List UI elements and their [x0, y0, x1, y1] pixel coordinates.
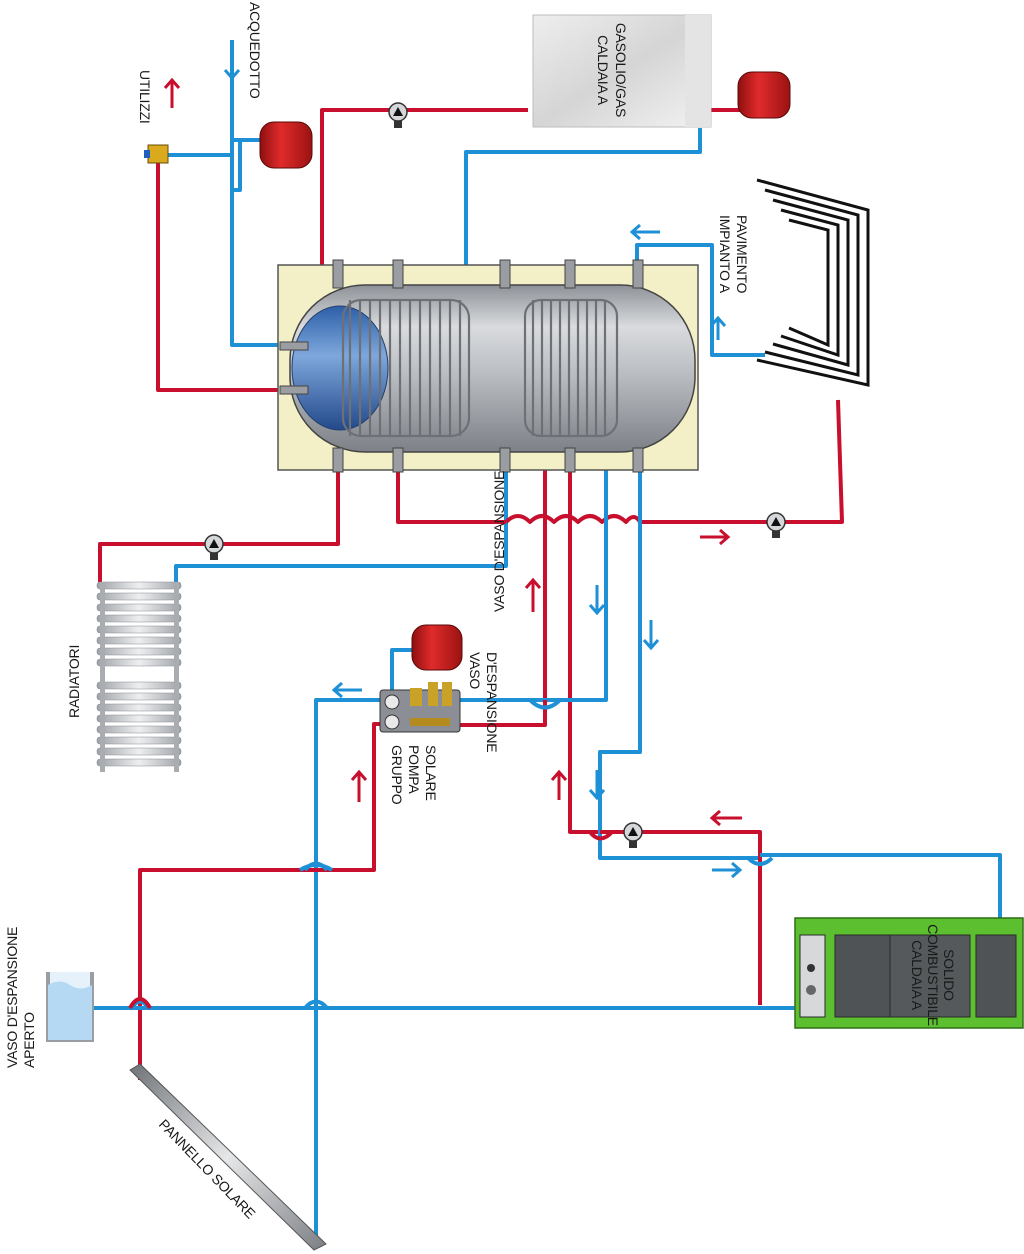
- label-impianto-2: PAVIMENTO: [734, 215, 750, 294]
- label-gruppo-2: POMPA: [406, 745, 422, 794]
- pump-gas-boiler-icon: [388, 102, 408, 129]
- gas-boiler-label-1: CALDAIA A: [595, 35, 611, 106]
- open-expansion-vessel: [46, 972, 94, 1042]
- pump-radiators-icon: [204, 534, 224, 561]
- label-vaso-1: VASO: [467, 652, 483, 689]
- solid-boiler-label-1: CALDAIA A: [909, 940, 925, 1011]
- expansion-vessels: [259, 71, 791, 671]
- lower-coil: [523, 298, 619, 438]
- label-gruppo-3: SOLARE: [423, 745, 439, 801]
- expansion-vessel-solar: [411, 624, 463, 671]
- solid-boiler-label-3: SOLIDO: [941, 949, 957, 1001]
- solid-boiler-label-2: COMBUSTIBILE: [925, 924, 941, 1026]
- solid-fuel-boiler: CALDAIA A COMBUSTIBILE SOLIDO: [794, 917, 1024, 1029]
- label-vaso-2: D'ESPANSIONE: [484, 652, 500, 752]
- flow-arrows: [163, 55, 743, 879]
- pump-floor-icon: [766, 512, 786, 539]
- label-gruppo-1: GRUPPO: [389, 745, 405, 805]
- pipe-solid-fuel-return: [760, 853, 1002, 920]
- pump-solid-fuel-icon: [623, 822, 643, 849]
- pipe-floor-supply: [635, 243, 765, 357]
- expansion-vessel-boiler: [737, 71, 791, 119]
- tank-body: [289, 284, 696, 453]
- label-acquedotto: ACQUEDOTTO: [247, 2, 263, 99]
- pipe-solar-return: [314, 698, 382, 1240]
- tank-dhw-vessel: [291, 305, 389, 431]
- pipe-gas-boiler-return: [464, 128, 702, 368]
- label-radiatori: RADIATORI: [66, 645, 82, 718]
- pipe-radiator-return: [174, 468, 508, 582]
- mixing-valve: [144, 144, 169, 164]
- pipes: [78, 40, 1002, 1240]
- solar-panel: [129, 1063, 327, 1251]
- label-impianto-1: IMPIANTO A: [717, 215, 733, 294]
- radiators: [96, 581, 182, 772]
- expansion-vessel-dhw: [259, 121, 313, 169]
- label-vaso-aperto-1: VASO D'ESPANSIONE: [4, 927, 20, 1068]
- gas-oil-boiler: CALDAIA A GASOLIO/GAS: [532, 14, 712, 128]
- gas-boiler-label-2: GASOLIO/GAS: [613, 23, 629, 117]
- label-vaso-aperto-2: APERTO: [21, 1012, 37, 1068]
- label-utilizzi: UTILIZZI: [137, 70, 153, 124]
- storage-tank: [277, 259, 699, 473]
- label-vaso-espansione-top: VASO D'ESPANSIONE: [491, 471, 507, 612]
- pipe-utilizzi: [156, 150, 285, 392]
- floor-heating: [756, 178, 870, 387]
- pipe-solid-fuel-flow: [600, 830, 762, 1005]
- upper-coil: [341, 298, 471, 438]
- solar-pump-group: [379, 682, 461, 733]
- pipe-floor-return: [640, 399, 844, 524]
